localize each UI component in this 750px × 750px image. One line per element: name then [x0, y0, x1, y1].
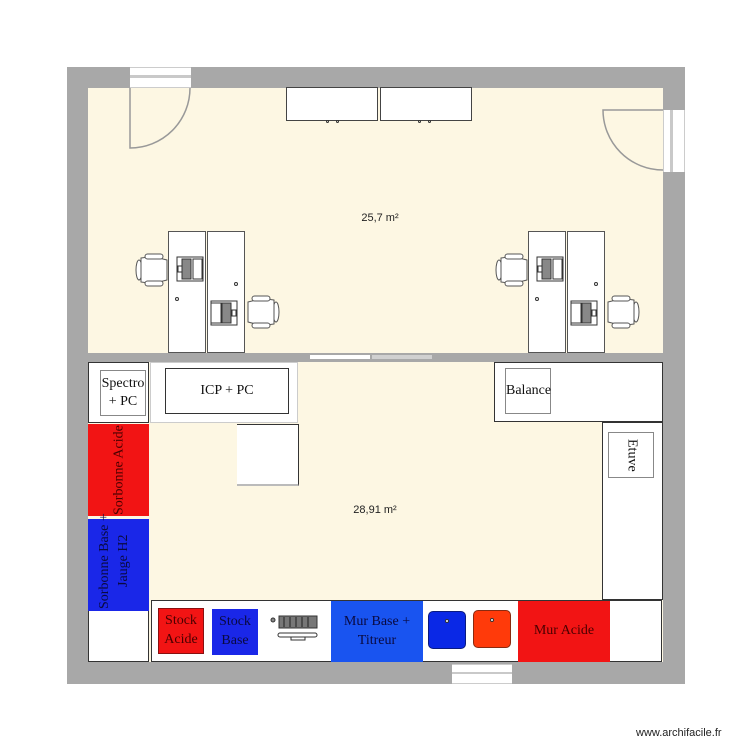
cabinet-handle-icon	[326, 120, 329, 123]
desk-left-2[interactable]	[207, 231, 245, 353]
door-top-left-icon[interactable]	[128, 86, 194, 152]
desk-right-1[interactable]	[528, 231, 566, 353]
laptop-icon	[210, 300, 238, 326]
window-bottom	[452, 664, 512, 684]
chair-icon[interactable]	[244, 294, 280, 330]
window-right	[663, 110, 685, 172]
chair-icon[interactable]	[495, 252, 531, 288]
corner-bench[interactable]	[88, 611, 149, 662]
outlet-icon	[175, 297, 179, 301]
sorbonne-acide[interactable]	[88, 424, 149, 516]
cabinet-top-2[interactable]	[380, 87, 472, 121]
icp-label[interactable]: ICP + PC	[165, 368, 289, 414]
outlet-icon	[535, 297, 539, 301]
window-top-left-pane	[130, 75, 191, 78]
sorbonne-acide-label: Sorbonne Acide	[111, 425, 127, 515]
spectro-label[interactable]: Spectro + PC	[100, 370, 146, 416]
blue-container[interactable]	[428, 611, 466, 649]
cabinet-handle-icon	[428, 120, 431, 123]
cabinet-handle-icon	[418, 120, 421, 123]
office-area-label: 25,7 m²	[361, 212, 399, 224]
stock-acide[interactable]: Stock Acide	[158, 608, 204, 654]
mur-base-titreur[interactable]: Mur Base + Titreur	[331, 601, 423, 662]
orange-container[interactable]	[473, 610, 511, 648]
desk-right-2[interactable]	[567, 231, 605, 353]
lab-area-label: 28,91 m²	[353, 504, 397, 516]
watermark: www.archifacile.fr	[636, 727, 722, 739]
cabinet-handle-icon	[336, 120, 339, 123]
outlet-icon	[594, 282, 598, 286]
interior-opening	[310, 355, 370, 359]
chair-icon[interactable]	[135, 252, 171, 288]
etuve-label[interactable]: Etuve	[608, 432, 654, 478]
lab-table[interactable]	[237, 424, 299, 486]
keyboard-computer-icon	[270, 615, 318, 641]
door-right-icon[interactable]	[600, 108, 666, 174]
balance-label[interactable]: Balance	[505, 368, 551, 414]
window-bottom-pane	[452, 672, 512, 674]
desk-left-1[interactable]	[168, 231, 206, 353]
interior-opening	[372, 355, 432, 359]
sorbonne-base[interactable]	[88, 519, 149, 611]
outlet-icon	[234, 282, 238, 286]
window-right-pane	[670, 110, 673, 172]
container-dot-icon	[445, 619, 449, 623]
container-dot-icon	[490, 618, 494, 622]
laptop-icon	[176, 256, 204, 282]
sorbonne-base-label: Sorbonne Base + Jauge H2	[97, 513, 131, 609]
laptop-icon	[570, 300, 598, 326]
cabinet-top-1[interactable]	[286, 87, 378, 121]
chair-icon[interactable]	[604, 294, 640, 330]
mur-acide[interactable]: Mur Acide	[518, 601, 610, 662]
stock-base[interactable]: Stock Base	[212, 609, 258, 655]
laptop-icon	[536, 256, 564, 282]
